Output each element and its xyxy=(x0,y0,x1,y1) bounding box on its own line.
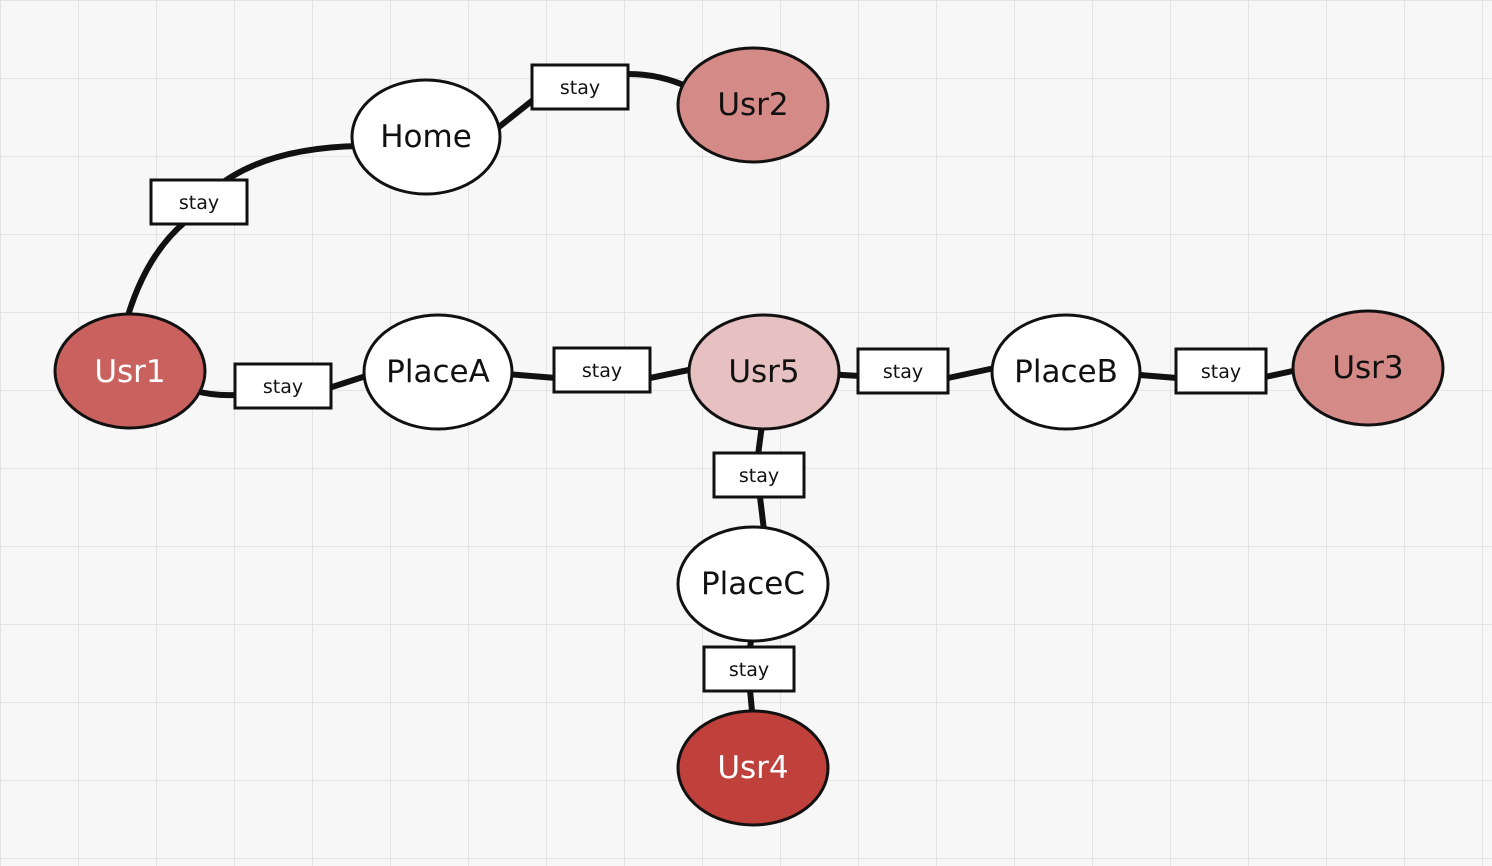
edge-label-usr1-placeA[interactable]: stay xyxy=(233,362,333,410)
edge-label-text: stay xyxy=(739,465,779,487)
edge-label-text: stay xyxy=(263,376,303,398)
edge-label-box xyxy=(702,645,796,693)
edge-label-text: stay xyxy=(1201,361,1241,383)
edge-label-text: stay xyxy=(582,360,622,382)
edge-label-placeC-usr4[interactable]: stay xyxy=(702,645,796,693)
edge-label-usr1-home[interactable]: stay xyxy=(149,178,249,226)
node-usr1[interactable]: Usr1 xyxy=(53,312,207,430)
edge-label-box xyxy=(233,362,333,410)
node-usr4-label: Usr4 xyxy=(717,750,788,786)
edge-label-box xyxy=(149,178,249,226)
node-usr1-label: Usr1 xyxy=(94,354,165,390)
edge-label-placeB-usr3[interactable]: stay xyxy=(1174,347,1268,395)
node-usr2[interactable]: Usr2 xyxy=(676,46,830,164)
node-placeC-label: PlaceC xyxy=(701,566,805,602)
node-placeB-shape xyxy=(990,313,1142,431)
node-placeC-shape xyxy=(676,525,830,643)
edge-label-box xyxy=(1174,347,1268,395)
node-usr3-label: Usr3 xyxy=(1332,350,1403,386)
edge-label-box xyxy=(712,451,806,499)
edge-label-text: stay xyxy=(729,659,769,681)
edge-labels: stay stay stay stay stay stay xyxy=(149,63,1268,693)
node-usr1-shape xyxy=(53,312,207,430)
node-placeC[interactable]: PlaceC xyxy=(676,525,830,643)
node-usr3[interactable]: Usr3 xyxy=(1291,309,1445,427)
edge-label-text: stay xyxy=(883,361,923,383)
node-placeA[interactable]: PlaceA xyxy=(362,313,514,431)
edge-label-text: stay xyxy=(560,77,600,99)
edge-label-placeA-usr5[interactable]: stay xyxy=(552,346,652,394)
edge-label-box xyxy=(530,63,630,111)
edge-label-usr5-placeC[interactable]: stay xyxy=(712,451,806,499)
node-placeB[interactable]: PlaceB xyxy=(990,313,1142,431)
edge-label-home-usr2[interactable]: stay xyxy=(530,63,630,111)
node-usr4[interactable]: Usr4 xyxy=(676,709,830,827)
edge-label-box xyxy=(552,346,652,394)
edge-label-text: stay xyxy=(179,192,219,214)
node-home-label: Home xyxy=(380,119,472,155)
node-usr5-shape xyxy=(687,313,841,431)
node-placeA-label: PlaceA xyxy=(386,354,490,390)
edge-label-usr5-placeB[interactable]: stay xyxy=(856,347,950,395)
edge-line-usr1-home xyxy=(119,143,363,341)
node-usr5[interactable]: Usr5 xyxy=(687,313,841,431)
edge-label-box xyxy=(856,347,950,395)
node-placeA-shape xyxy=(362,313,514,431)
node-placeB-label: PlaceB xyxy=(1014,354,1118,390)
node-home[interactable]: Home xyxy=(350,78,502,196)
node-usr3-shape xyxy=(1291,309,1445,427)
node-usr2-label: Usr2 xyxy=(717,87,788,123)
node-home-shape xyxy=(350,78,502,196)
node-usr5-label: Usr5 xyxy=(728,354,799,390)
nodes: Usr1 Home Usr2 PlaceA Usr5 PlaceB xyxy=(53,46,1445,827)
node-usr4-shape xyxy=(676,709,830,827)
node-usr2-shape xyxy=(676,46,830,164)
